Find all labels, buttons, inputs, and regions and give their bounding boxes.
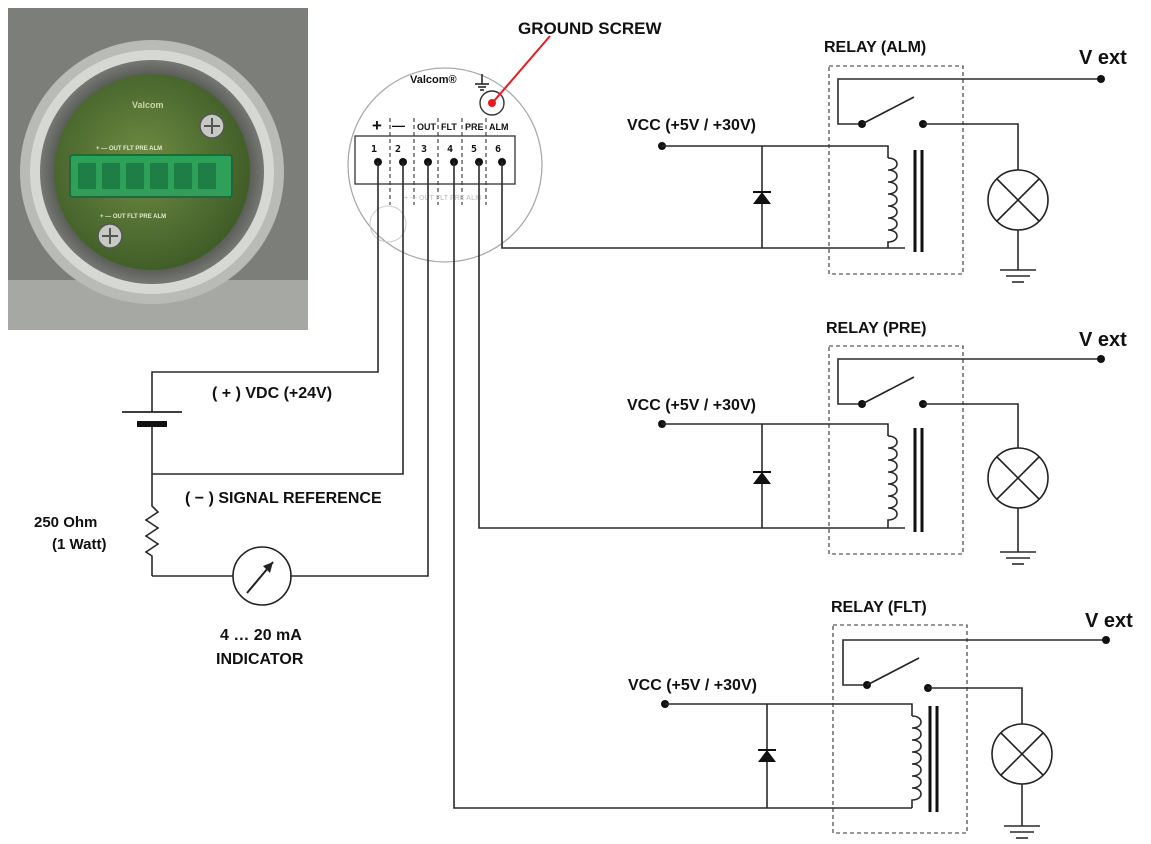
relay-flt-label: RELAY (FLT) — [831, 599, 927, 616]
terminal-number-5: 5 — [471, 144, 477, 155]
connector-slots — [78, 163, 216, 189]
meter-needle-arrow — [263, 562, 273, 573]
relay-flt-diode — [758, 750, 776, 762]
relay-alm-coil — [887, 157, 898, 248]
relay-alm-vext-label: V ext — [1079, 47, 1127, 69]
wire-flt — [453, 162, 912, 809]
relay-alm-box — [828, 65, 964, 275]
terminal-brand: Valcom® — [410, 74, 457, 86]
relay-alm-circuit — [658, 65, 1105, 283]
relay-flt-vext-label: V ext — [1085, 610, 1133, 632]
relay-flt-circuit — [661, 624, 1110, 839]
resistor-label-value: 250 Ohm — [34, 514, 97, 531]
relay-alm-vext-wire — [837, 78, 1101, 125]
wire-vdc-plus — [151, 162, 379, 412]
relay-flt-vext-wire — [842, 639, 1106, 686]
terminal-number-2: 2 — [395, 144, 401, 155]
photo-pcb-label: + — OUT FLT PRE ALM — [96, 146, 162, 152]
relay-pre-diode — [753, 472, 771, 484]
relay-flt-coil — [911, 715, 922, 808]
terminal-frame — [354, 135, 516, 185]
relay-alm-diode — [753, 192, 771, 204]
terminal-block: Valcom® + — OUT FLT PRE ALM 1 — [347, 35, 551, 263]
relay-alm-vcc-wire — [662, 145, 889, 158]
relay-flt-vcc-wire — [665, 703, 913, 716]
indicator-label-name: INDICATOR — [216, 651, 304, 668]
relay-alm-vext-terminal — [1097, 75, 1105, 83]
relay-pre-vcc-label: VCC (+5V / +30V) — [627, 397, 756, 414]
relay-flt-box — [832, 624, 968, 834]
terminal-plus-label: + — [372, 116, 382, 135]
relay-pre-vext-wire — [837, 358, 1101, 405]
terminal-alm-label: ALM — [489, 122, 509, 132]
terminal-number-4: 4 — [447, 144, 453, 155]
indicator-label-range: 4 … 20 mA — [220, 627, 302, 644]
photo-pcb-label-lower: + — OUT FLT PRE ALM — [100, 214, 166, 220]
relay-pre-ground-symbol — [1000, 551, 1036, 565]
relay-flt-vcc-label: VCC (+5V / +30V) — [628, 677, 757, 694]
relay-alm-lamp-wire — [923, 123, 1019, 170]
relay-pre-vext-label: V ext — [1079, 329, 1127, 351]
terminal-housing-outline — [347, 67, 543, 263]
relay-pre-label: RELAY (PRE) — [826, 320, 926, 337]
relay-alm-ground-symbol — [1000, 269, 1036, 283]
relay-pre-box — [828, 345, 964, 555]
relay-flt-vext-terminal — [1102, 636, 1110, 644]
relay-flt-ground-symbol — [1004, 825, 1040, 839]
resistor-label-rating: (1 Watt) — [52, 536, 106, 553]
ghost-pcb-label: + — OUT FLT PRE ALM — [404, 195, 481, 202]
ground-screw-leader — [493, 35, 551, 102]
ground-screw-label: GROUND SCREW — [518, 19, 663, 38]
relay-pre-vcc-wire — [662, 423, 889, 436]
device-photo: Valcom + — OUT FLT PRE ALM + — OUT FLT P… — [8, 8, 308, 330]
signal-reference-label: ( − ) SIGNAL REFERENCE — [185, 490, 382, 507]
terminal-number-3: 3 — [421, 144, 427, 155]
battery-plate-short — [137, 421, 167, 427]
relay-pre-circuit — [658, 345, 1105, 565]
terminal-flt-label: FLT — [441, 122, 457, 132]
relay-pre-switch-blade — [861, 376, 915, 405]
power-signal-circuit — [122, 162, 429, 606]
vdc-label: ( + ) VDC (+24V) — [212, 385, 332, 402]
relay-flt-lamp-wire — [928, 687, 1023, 724]
terminal-number-6: 6 — [495, 144, 501, 155]
relay-pre-coil — [887, 435, 898, 528]
terminal-minus-label: — — [392, 118, 405, 133]
ground-symbol-small — [475, 74, 489, 91]
photo-screw-top — [199, 113, 225, 139]
relay-alm-label: RELAY (ALM) — [824, 39, 926, 56]
ghost-screw-outline — [369, 205, 407, 243]
resistor — [144, 474, 160, 576]
wire-signal-reference — [152, 162, 404, 475]
photo-screw-bottom — [97, 223, 123, 249]
relay-pre-lamp-wire — [923, 403, 1019, 448]
terminal-out-label: OUT — [417, 122, 437, 132]
terminal-separators — [389, 118, 487, 205]
wire-out-signal — [290, 162, 429, 577]
relay-pre-vext-terminal — [1097, 355, 1105, 363]
relay-flt-switch-blade — [866, 657, 920, 686]
relay-alm-vcc-label: VCC (+5V / +30V) — [627, 117, 756, 134]
relay-alm-switch-blade — [861, 96, 915, 125]
photo-brand: Valcom — [132, 100, 164, 110]
terminal-number-1: 1 — [371, 144, 377, 155]
wire-pre — [478, 162, 905, 529]
wire-alm — [501, 162, 905, 249]
terminal-pre-label: PRE — [465, 122, 484, 132]
